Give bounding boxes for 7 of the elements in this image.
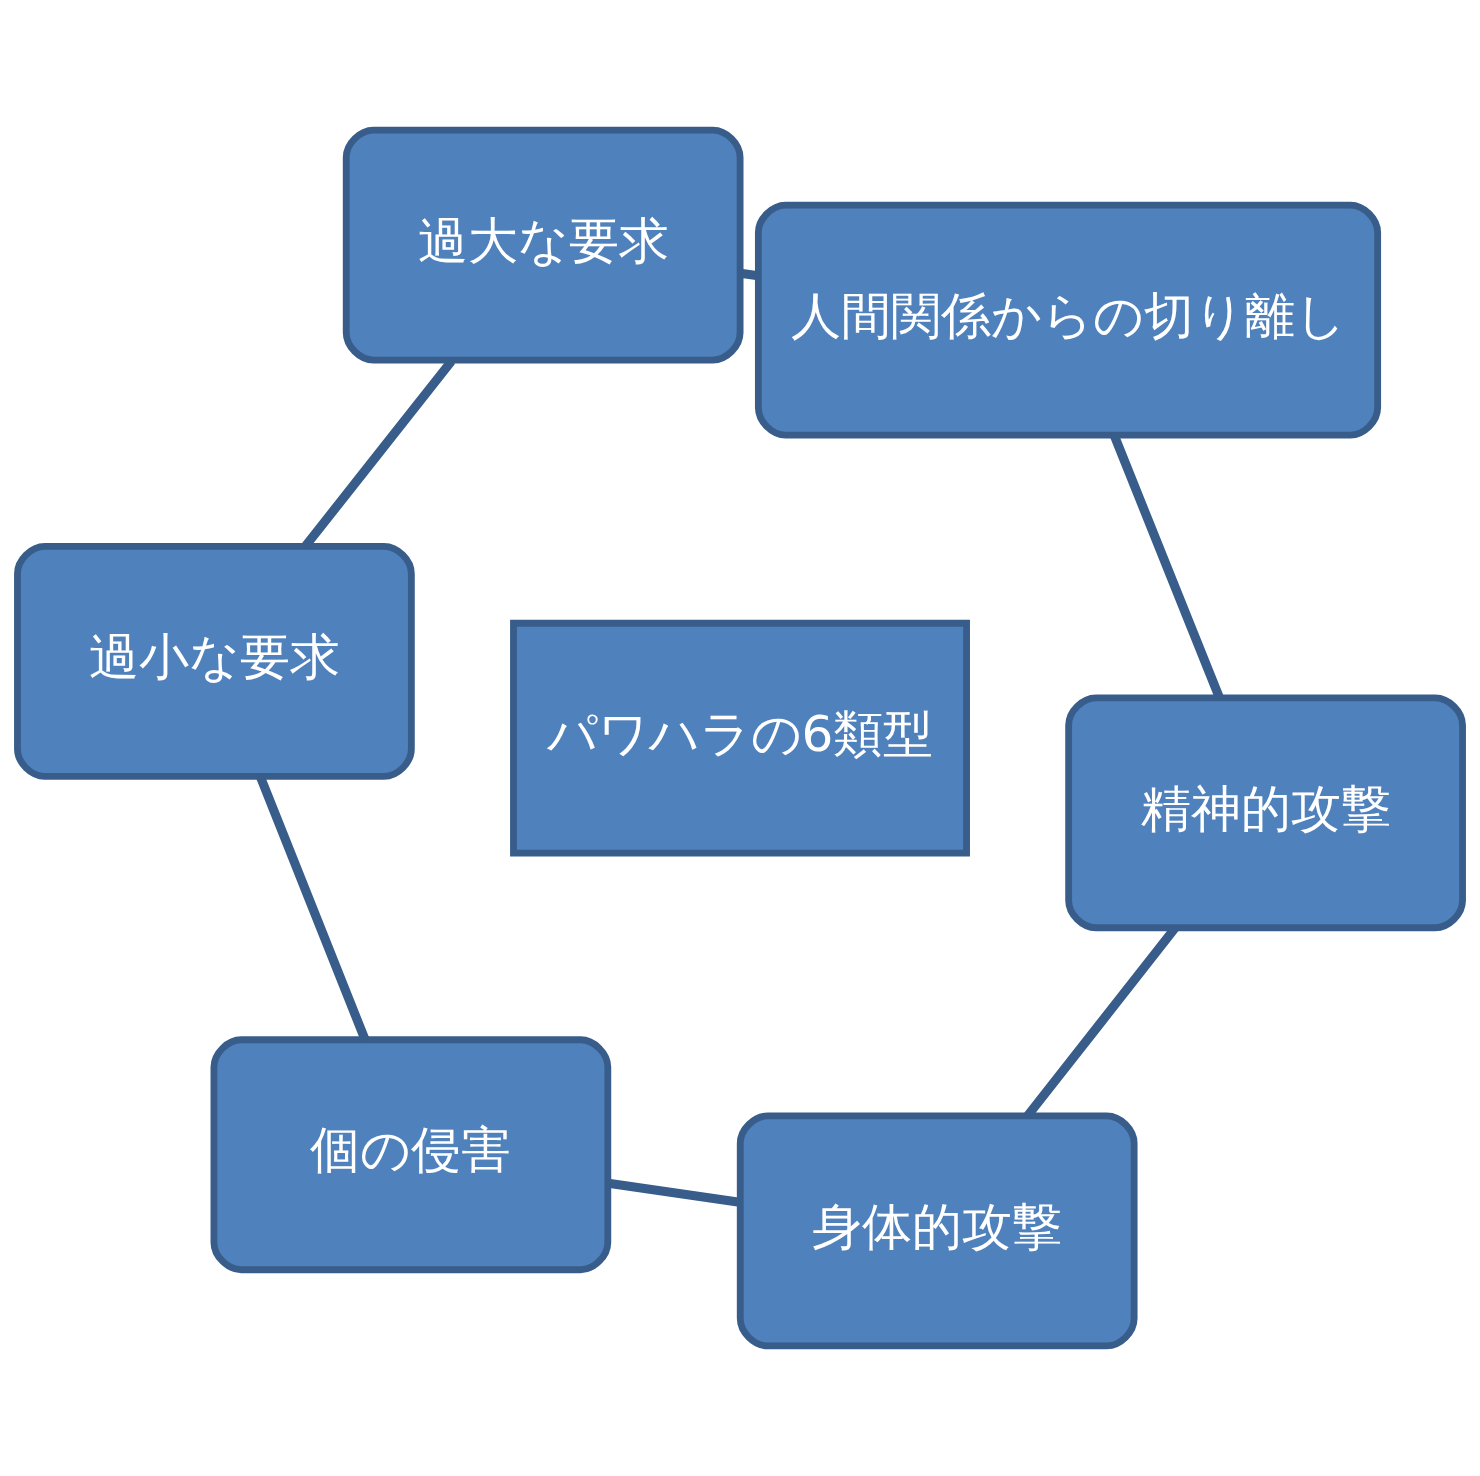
node-box: 身体的攻撃	[736, 1112, 1138, 1350]
node-box: 個の侵害	[210, 1036, 612, 1274]
node-box: 過小な要求	[14, 542, 415, 780]
node-box: 人間関係からの切り離し	[754, 201, 1382, 439]
node-box: 過大な要求	[342, 126, 744, 364]
node-box: パワハラの6類型	[510, 619, 970, 857]
node-box: 精神的攻撃	[1065, 694, 1466, 932]
